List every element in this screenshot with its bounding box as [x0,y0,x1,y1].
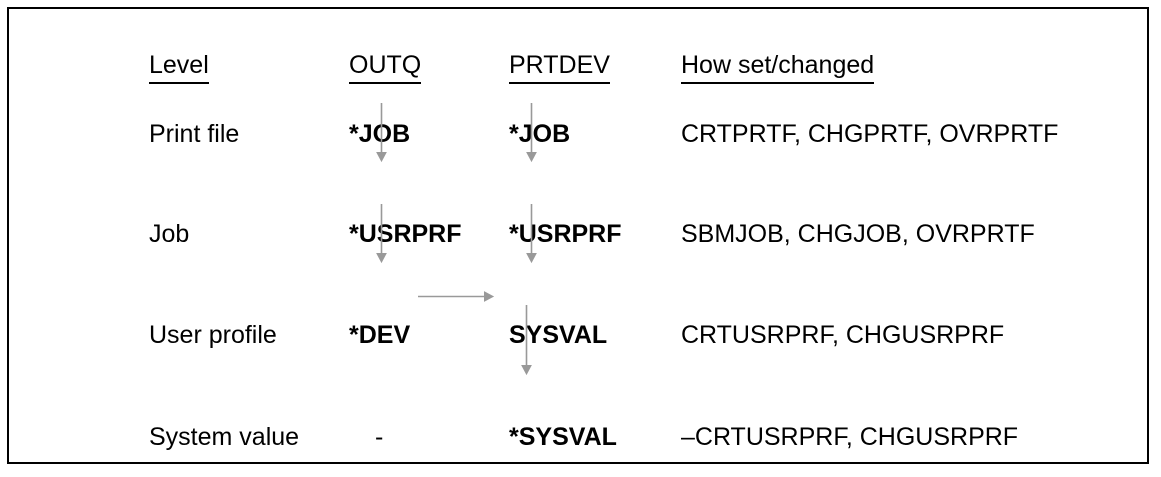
row-job-how-set-changed: SBMJOB, CHGJOB, OVRPRTF [681,220,1035,248]
row-job-prtdev: *USRPRF [509,220,622,248]
row-print-file-how-set-changed: CRTPRTF, CHGPRTF, OVRPRTF [681,120,1059,148]
row-user-profile-how-set-changed: CRTUSRPRF, CHGUSRPRF [681,321,1005,349]
row-print-file-outq: *JOB [349,120,411,148]
row-user-profile-prtdev: SYSVAL [509,321,608,349]
row-system-value-prtdev: *SYSVAL [509,423,617,451]
row-job-level: Job [149,220,190,248]
diagram-border: Level OUTQ PRTDEV How set/changed Print … [7,7,1149,464]
row-system-value-level: System value [149,423,300,451]
row-system-value-how-set-changed: –CRTUSRPRF, CHGUSRPRF [681,423,1019,451]
column-header-outq: OUTQ [349,53,422,84]
row-system-value-outq: - [375,423,384,451]
row-user-profile-level: User profile [149,321,277,349]
row-user-profile-outq: *DEV [349,321,411,349]
row-job-outq: *USRPRF [349,220,462,248]
column-header-level: Level [149,53,209,84]
column-header-prtdev: PRTDEV [509,53,610,84]
row-print-file-prtdev: *JOB [509,120,571,148]
column-header-how-set-changed: How set/changed [681,53,875,84]
row-print-file-level: Print file [149,120,240,148]
